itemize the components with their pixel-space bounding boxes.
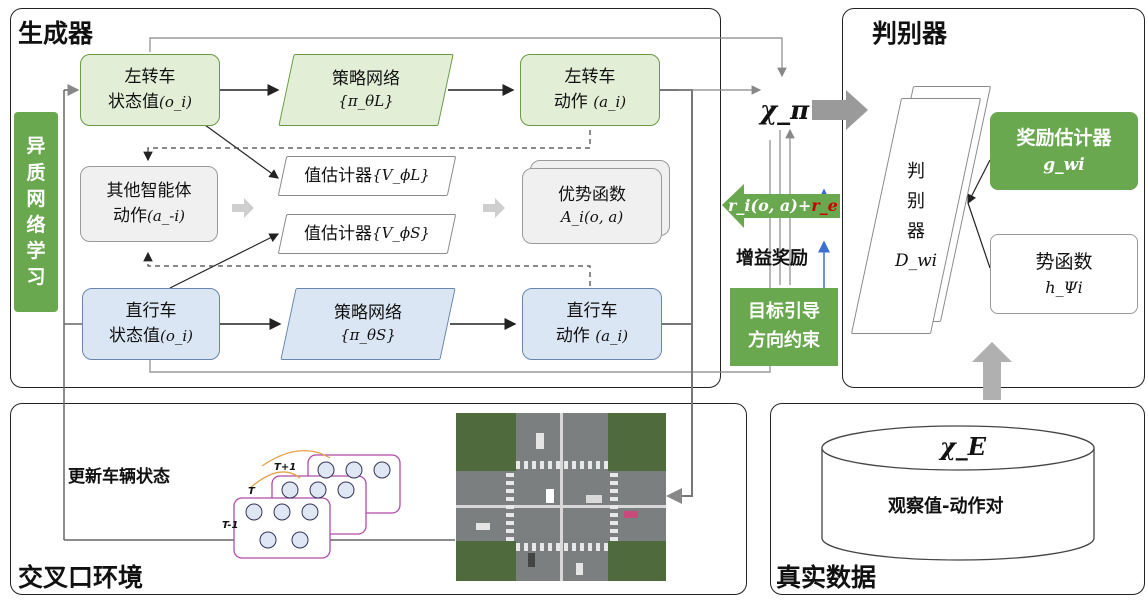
observation-action-pair-label: 观察值-动作对 (888, 496, 1004, 517)
vertical-char: 络 (26, 214, 46, 236)
discriminator-main-box: 判 别 器 D_wi (876, 98, 956, 334)
potential-title: 势函数 (1035, 250, 1093, 273)
graph-stack (233, 450, 401, 559)
chi-pi-label: χ_π (760, 96, 810, 126)
left-policy-network: 策略网络 {π_θL} (286, 54, 446, 126)
potential-math: h_Ψi (1045, 278, 1083, 298)
graph-label-t-minus-1: T-1 (222, 520, 239, 531)
straight-state-box: 直行车 状态值(o_i) (82, 288, 220, 360)
straight-policy-network: 策略网络 {π_θS} (288, 288, 448, 360)
real-data-title: 真实数据 (776, 563, 877, 592)
reward-estimator-math: g_wi (1043, 154, 1085, 175)
reward-label: r_i(o, a)+r_e (728, 196, 838, 215)
box-line: 左转车 (124, 67, 176, 88)
disc-char: 别 (907, 191, 925, 213)
box-math: {V_ϕS} (372, 224, 430, 243)
constraint-line: 方向约束 (748, 330, 820, 351)
constraint-line: 目标引导 (748, 301, 820, 323)
chi-e-label: χ_E (940, 432, 987, 461)
disc-char: 判 (907, 161, 925, 183)
box-line: 左转车 (564, 67, 616, 88)
vertical-char: 网 (26, 187, 46, 210)
advantage-function-box: 优势函数 A_i(o, a) (522, 168, 662, 244)
vertical-char: 质 (26, 161, 46, 184)
cylinder (821, 425, 1095, 561)
heterogeneous-network-label: 异 质 网 络 学 习 (14, 112, 58, 312)
left-turn-action-box: 左转车 动作 (a_i) (520, 54, 660, 126)
box-line: 直行车 (566, 301, 618, 322)
box-line: 动作(a_-i) (112, 206, 185, 226)
update-vehicle-state-label: 更新车辆状态 (68, 467, 170, 487)
gain-reward-label: 增益奖励 (736, 248, 808, 269)
reward-estimator-title: 奖励估计器 (1016, 127, 1112, 149)
box-math: {π_θL} (338, 92, 394, 111)
box-line: 值估计器 (304, 165, 373, 186)
box-line: 优势函数 (558, 184, 626, 205)
potential-function-box: 势函数 h_Ψi (990, 234, 1138, 314)
value-estimator-left: 值估计器{V_ϕL} (282, 156, 452, 196)
box-line: 状态值(o_i) (107, 92, 193, 112)
box-math: A_i(o, a) (560, 208, 624, 227)
vertical-char: 异 (26, 135, 46, 158)
box-line: 动作 (a_i) (553, 92, 627, 112)
discriminator-title: 判别器 (872, 19, 948, 48)
box-math: {π_θS} (340, 326, 396, 345)
disc-math: D_wi (894, 250, 938, 271)
generator-title: 生成器 (18, 19, 94, 48)
goal-direction-constraint: 目标引导 方向约束 (730, 288, 838, 366)
graph-label-t-plus-1: T+1 (274, 462, 297, 473)
left-turn-state-box: 左转车 状态值(o_i) (80, 54, 220, 126)
box-line: 策略网络 (332, 68, 400, 89)
reward-estimator-box: 奖励估计器 g_wi (990, 112, 1138, 190)
box-line: 值估计器 (304, 223, 373, 244)
intersection-aerial-image (456, 413, 666, 581)
disc-char: 器 (907, 220, 925, 242)
environment-title: 交叉口环境 (18, 563, 144, 592)
box-math: {V_ϕL} (372, 166, 430, 185)
value-estimator-straight: 值估计器{V_ϕS} (282, 214, 452, 254)
box-line: 策略网络 (334, 302, 402, 323)
vertical-char: 学 (26, 240, 46, 263)
box-line: 状态值(o_i) (108, 326, 194, 346)
vertical-char: 习 (26, 266, 46, 289)
straight-action-box: 直行车 动作 (a_i) (522, 288, 662, 360)
box-line: 其他智能体 (106, 181, 192, 202)
other-agents-box: 其他智能体 动作(a_-i) (80, 166, 218, 242)
box-line: 动作 (a_i) (555, 326, 629, 346)
box-line: 直行车 (125, 301, 177, 322)
graph-label-t: T (248, 486, 255, 497)
